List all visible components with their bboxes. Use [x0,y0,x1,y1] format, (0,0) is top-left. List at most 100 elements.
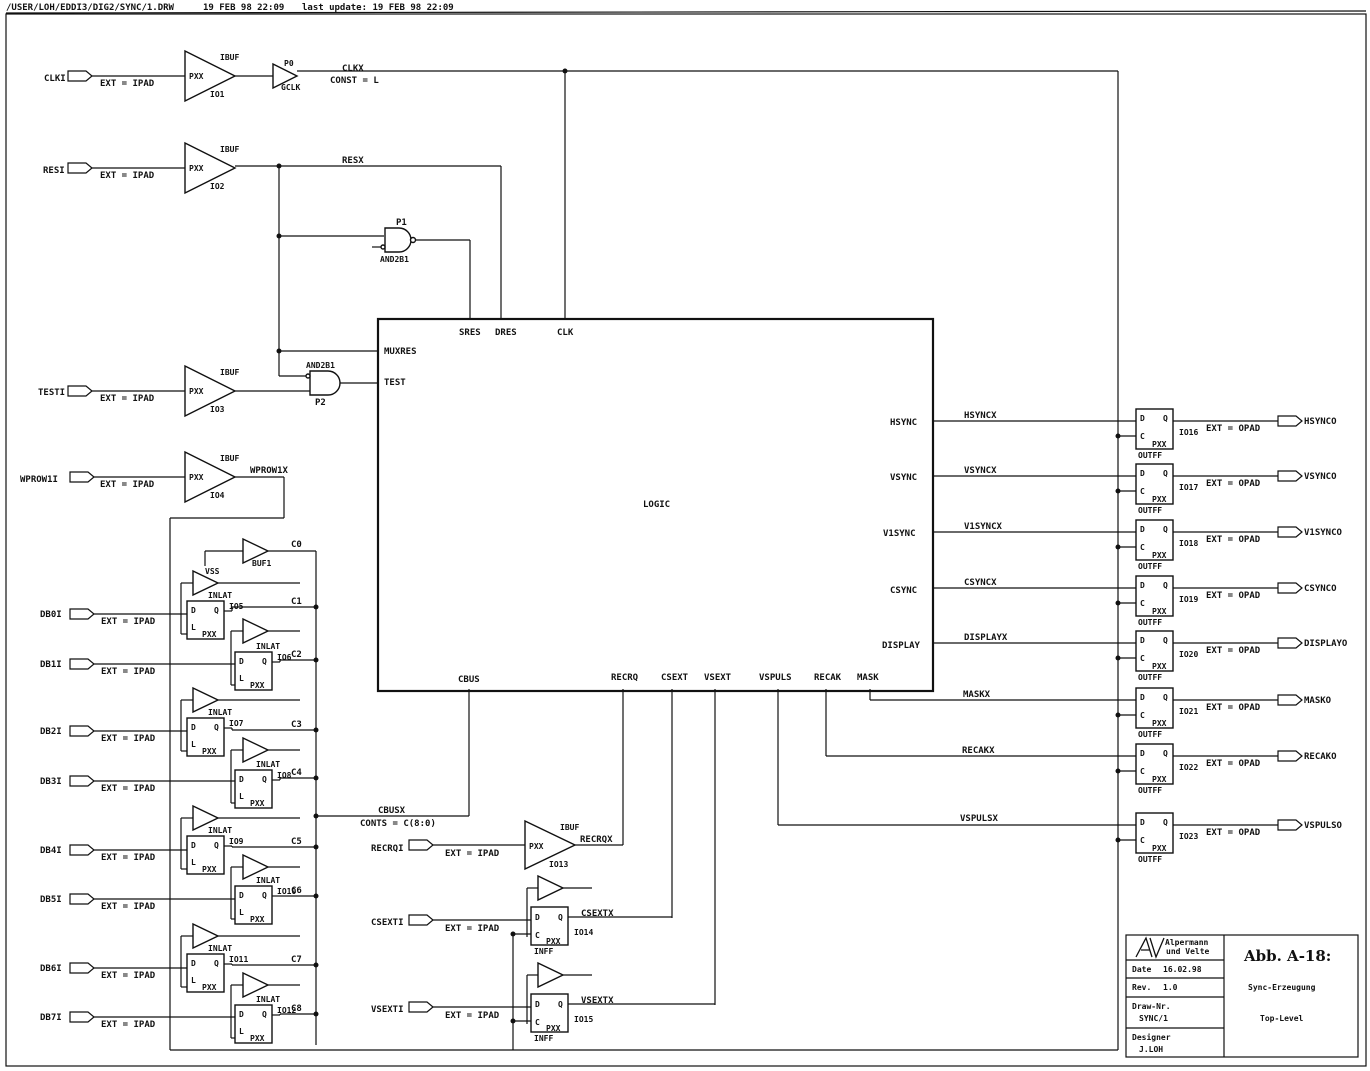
net-recrqx: RECRQX [580,835,613,845]
net-c1: C1 [291,597,302,607]
junction-dot [1115,600,1121,606]
input-pad [69,725,95,737]
designer-label: Designer [1132,1032,1171,1042]
net-vsyncx: VSYNCX [964,466,997,476]
pad-attr-ipad: EXT = IPAD [101,853,156,863]
outff-box [1135,519,1174,561]
ff-id-io19: IO19 [1179,595,1198,604]
net-hsyncx: HSYNCX [964,411,997,421]
p2-label: P2 [315,398,326,408]
pin-l: L [191,740,196,749]
output-pad [1277,526,1303,538]
pad-label-displayo: DISPLAYO [1304,639,1348,649]
pin-d: D [1140,636,1145,645]
bottom-nets: MASKX RECAKX VSPULSX [622,689,1136,1005]
pad-label-resi: RESI [43,166,65,176]
pxx-label: PXX [1152,844,1167,853]
net-c2: C2 [291,650,302,660]
pad-attr-opad: EXT = OPAD [1206,828,1261,838]
ff-id-io17: IO17 [1179,483,1198,492]
designer-value: J.LOH [1139,1045,1163,1054]
pin-d: D [1140,818,1145,827]
outff-label: OUTFF [1138,618,1162,627]
pad-attr-ipad: EXT = IPAD [101,734,156,744]
c-bus: BUF1 VSS C0 CBUSX CONTS = C(8:0) [204,537,470,1045]
latch-id-io11: IO11 [229,955,248,964]
pad-attr-ipad: EXT = IPAD [100,79,155,89]
pad-attr-ipad: EXT = IPAD [101,902,156,912]
pxx-label: PXX [189,473,204,482]
junction-dot [1115,544,1121,550]
pad-label-vspulso: VSPULSO [1304,821,1343,831]
pin-d: D [239,657,244,666]
net-wprow1x: WPROW1X [250,466,289,476]
outff-label: OUTFF [1138,562,1162,571]
outff-box [1135,463,1174,505]
pxx-label: PXX [202,865,217,874]
pxx-label: PXX [250,915,265,924]
inlat-label: INLAT [208,944,232,953]
net-csextx: CSEXTX [581,909,614,919]
test-input: TESTI EXT = IPAD IBUF PXX IO3 [38,364,310,418]
company-name-2: und Velte [1166,947,1210,956]
level: Top-Level [1260,1014,1304,1023]
pxx-label: PXX [1152,662,1167,671]
gate-p1: P1 AND2B1 [372,218,471,320]
pad-attr-opad: EXT = OPAD [1206,424,1261,434]
pxx-label: PXX [1152,551,1167,560]
ibuf-label: IBUF [220,454,239,463]
pxx-label: PXX [546,1024,561,1033]
net-conts: CONTS = C(8:0) [360,819,436,829]
pin-d: D [1140,469,1145,478]
pad-label-db5i: DB5I [40,895,62,905]
input-pad [69,658,95,670]
date-label: Date [1132,965,1151,974]
inlat-box [186,600,225,640]
pad-attr-ipad: EXT = IPAD [100,480,155,490]
pin-q: Q [558,1000,563,1009]
pin-vspuls: VSPULS [759,673,792,683]
and2b1-label: AND2B1 [380,255,409,264]
pin-l: L [191,623,196,632]
drawno-value: SYNC/1 [1139,1014,1168,1023]
gclk-label: GCLK [281,83,300,92]
output-pad [1277,582,1303,594]
pin-q: Q [1163,818,1168,827]
pad-label-hsynco: HSYNCO [1304,417,1337,427]
pin-q: Q [1163,581,1168,590]
pin-c: C [1140,543,1145,552]
junction-dot [1115,837,1121,843]
enable-buffer [242,971,270,999]
outff-label: OUTFF [1138,786,1162,795]
enable-buffer [242,736,270,764]
figure-title: Abb. A-18: [1243,947,1331,965]
pxx-label: PXX [202,983,217,992]
pxx-label: PXX [202,630,217,639]
output-pad [1277,750,1303,762]
date-value: 16.02.98 [1163,965,1202,974]
pad-attr-ipad: EXT = IPAD [101,1020,156,1030]
inff-box [530,993,569,1033]
logic-block: LOGIC SRES DRES CLK MUXRES TEST HSYNC VS… [376,317,935,693]
logic-name: LOGIC [643,500,670,510]
ff-id-io15: IO15 [574,1015,593,1024]
pin-c: C [1140,711,1145,720]
pad-label-db4i: DB4I [40,846,62,856]
last-update: last update: 19 FEB 98 22:09 [302,3,454,13]
outff-label: OUTFF [1138,730,1162,739]
inlat-box [186,835,225,875]
pad-label-csynco: CSYNCO [1304,584,1337,594]
io2-label: IO2 [210,182,225,191]
pin-hsync: HSYNC [890,418,917,428]
io3-label: IO3 [210,405,225,414]
pin-c: C [1140,767,1145,776]
latch-id-io9: IO9 [229,837,244,846]
pad-attr-opad: EXT = OPAD [1206,759,1261,769]
